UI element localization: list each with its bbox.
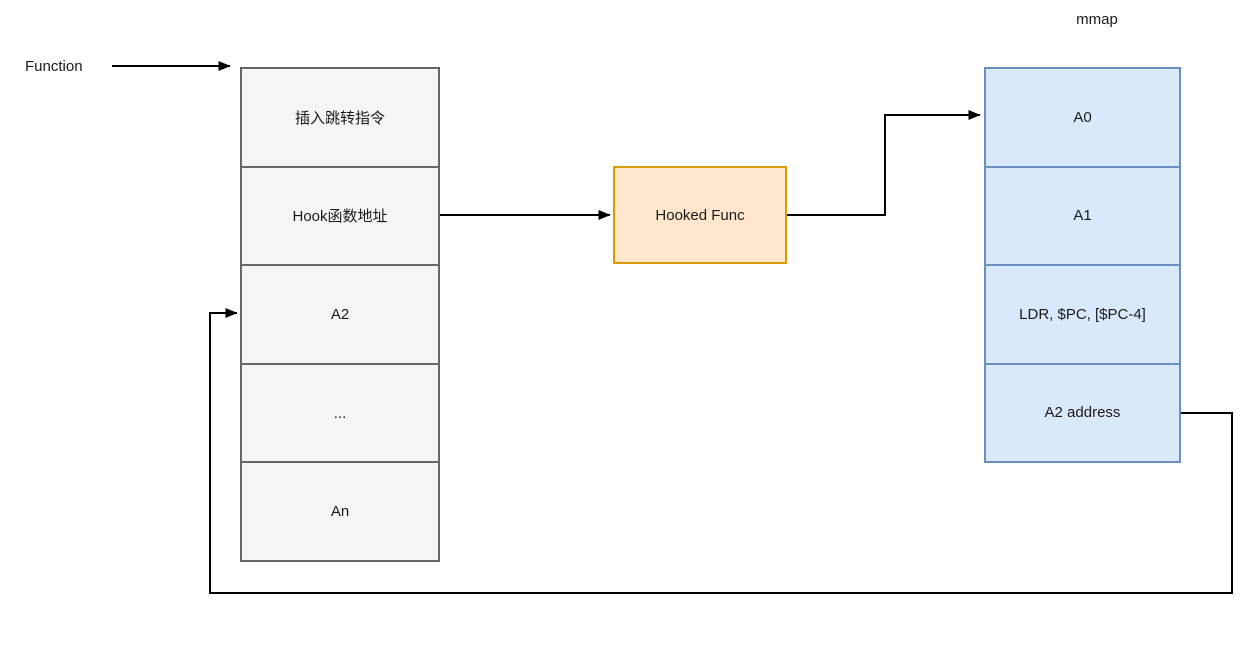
stack-row-jump-instruction: 插入跳转指令 xyxy=(294,109,385,127)
mmap-stack: A0 A1 LDR, $PC, [$PC-4] A2 address xyxy=(984,67,1181,463)
mmap-row-a0: A0 xyxy=(1073,108,1092,126)
stack-row-ellipsis: ... xyxy=(242,362,438,462)
function-label: Function xyxy=(25,58,83,75)
connector-hookedfunc-to-mmap-a0 xyxy=(787,110,981,216)
mmap-row-a2-address: A2 address xyxy=(986,362,1179,462)
hooked-func-box: Hooked Func xyxy=(613,166,787,264)
function-stack: 插入跳转指令 Hook函数地址 A2 ... An xyxy=(240,67,440,562)
mmap-row-ldr-instruction: LDR, $PC, [$PC-4] xyxy=(986,264,1179,363)
mmap-row-a1: A1 xyxy=(986,165,1179,265)
stack-row-hook-func-address: Hook函数地址 xyxy=(242,165,438,265)
stack-row-a2: A2 xyxy=(242,264,438,363)
mmap-label: mmap xyxy=(1076,11,1118,28)
stack-row-an: An xyxy=(242,461,438,560)
